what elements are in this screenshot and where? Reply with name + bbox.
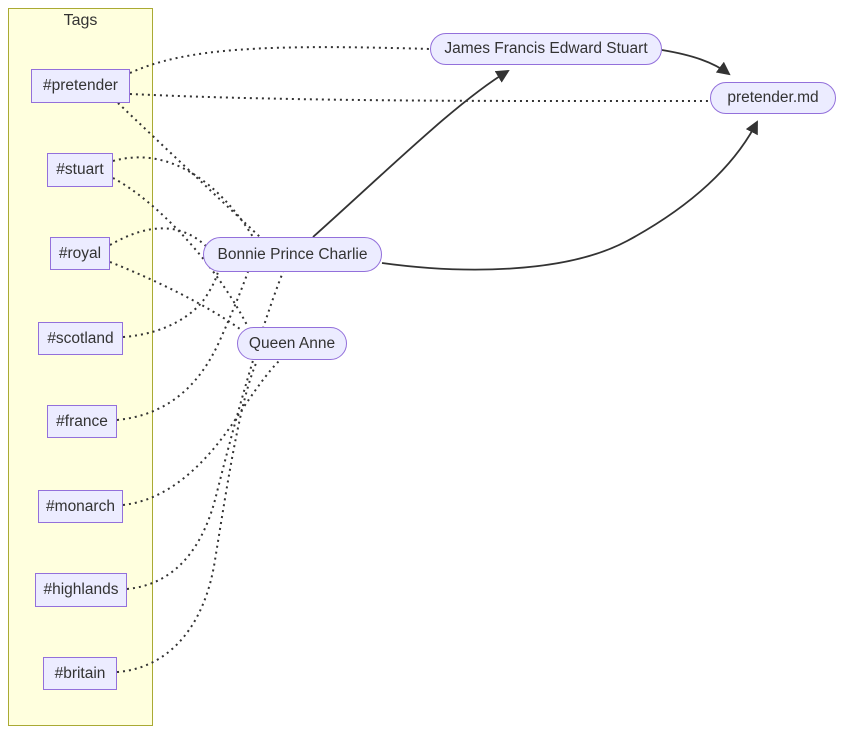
node-tag-stuart[interactable]: #stuart bbox=[47, 153, 113, 187]
edge-tag-pretender-to-note-md bbox=[129, 93, 711, 103]
edge-note-bonnie-to-note-md bbox=[381, 120, 758, 271]
edge-tag-france-to-note-bonnie bbox=[116, 271, 249, 421]
edge-note-jfes-to-note-md bbox=[661, 49, 731, 76]
node-label-tag-stuart: #stuart bbox=[56, 161, 104, 178]
node-tag-pretender[interactable]: #pretender bbox=[31, 69, 130, 103]
node-label-tag-highlands: #highlands bbox=[43, 581, 119, 598]
node-tag-britain[interactable]: #britain bbox=[43, 657, 117, 690]
node-label-tag-pretender: #pretender bbox=[43, 77, 118, 94]
edge-tag-stuart-to-note-bonnie bbox=[112, 156, 254, 238]
node-label-tag-scotland: #scotland bbox=[47, 329, 114, 347]
node-tag-royal[interactable]: #royal bbox=[50, 237, 110, 270]
edge-tag-pretender-to-note-jfes bbox=[129, 46, 431, 74]
tags-cluster-label: Tags bbox=[63, 12, 98, 29]
edge-tag-royal-to-note-bonnie bbox=[109, 227, 208, 248]
node-note-anne[interactable]: Queen Anne bbox=[237, 327, 347, 360]
node-note-jfes[interactable]: James Francis Edward Stuart bbox=[430, 33, 662, 65]
edge-tag-britain-to-note-anne bbox=[116, 360, 258, 673]
edge-tag-stuart-to-note-anne bbox=[112, 177, 249, 328]
node-note-md[interactable]: pretender.md bbox=[710, 82, 836, 114]
node-label-tag-monarch: #monarch bbox=[46, 497, 115, 515]
node-tag-scotland[interactable]: #scotland bbox=[38, 322, 123, 355]
edge-tag-monarch-to-note-anne bbox=[122, 360, 280, 506]
edge-tag-pretender-to-note-bonnie bbox=[117, 102, 261, 238]
node-label-tag-britain: #britain bbox=[54, 664, 106, 682]
node-label-note-md: pretender.md bbox=[727, 89, 819, 106]
edge-note-bonnie-to-note-jfes bbox=[312, 69, 510, 238]
node-note-bonnie[interactable]: Bonnie Prince Charlie bbox=[203, 237, 382, 272]
node-tag-highlands[interactable]: #highlands bbox=[35, 573, 127, 607]
node-label-note-jfes: James Francis Edward Stuart bbox=[444, 40, 648, 57]
node-tag-france[interactable]: #france bbox=[47, 405, 117, 438]
node-label-note-bonnie: Bonnie Prince Charlie bbox=[217, 245, 368, 263]
node-label-tag-royal: #royal bbox=[58, 244, 102, 262]
edge-tag-scotland-to-note-bonnie bbox=[122, 271, 219, 338]
edge-tag-royal-to-note-anne bbox=[109, 261, 241, 330]
node-label-note-anne: Queen Anne bbox=[248, 334, 336, 352]
edge-tag-highlands-to-note-bonnie bbox=[126, 271, 284, 590]
node-label-tag-france: #france bbox=[56, 412, 108, 430]
node-tag-monarch[interactable]: #monarch bbox=[38, 490, 123, 523]
